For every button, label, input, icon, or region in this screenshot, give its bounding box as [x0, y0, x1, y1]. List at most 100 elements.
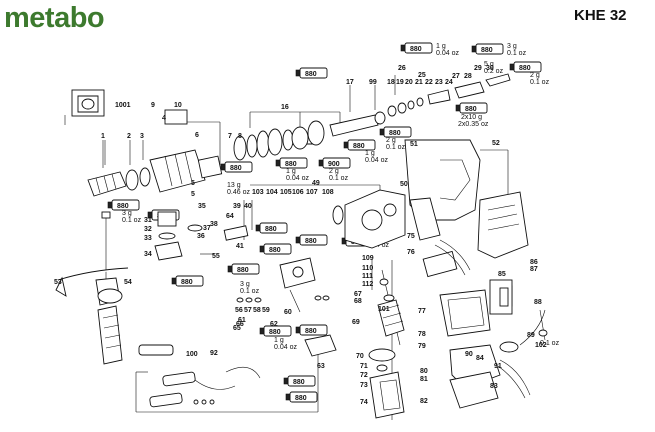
svg-text:900: 900 [328, 161, 340, 168]
grease-tube: 880 [171, 275, 204, 287]
part-number: 34 [144, 251, 152, 258]
part-number: 35 [198, 203, 206, 210]
part-number: 99 [369, 79, 377, 86]
part-number: 106 [292, 189, 304, 196]
part-number: 16 [281, 104, 289, 111]
grease-tube: 880 [275, 157, 308, 169]
part-number: 8 [238, 133, 242, 140]
part-number: 61 [238, 317, 246, 324]
svg-text:880: 880 [465, 106, 477, 113]
part-number: 28 [464, 73, 472, 80]
svg-text:880: 880 [519, 65, 531, 72]
grease-tube: 880 [509, 61, 542, 73]
part-number: 3 [140, 133, 144, 140]
svg-text:880: 880 [181, 279, 193, 286]
part-number: 32 [144, 226, 152, 233]
part-number: 105 [280, 189, 292, 196]
part-number: 1001 [115, 102, 131, 109]
part-number: 24 [445, 79, 453, 86]
part-number: 75 [407, 233, 415, 240]
svg-text:880: 880 [305, 238, 317, 245]
svg-text:880: 880 [285, 161, 297, 168]
svg-text:880: 880 [389, 130, 401, 137]
brush-holder-cable: 0.1 oz [439, 285, 560, 409]
part-number: 77 [418, 308, 426, 315]
part-number: 65 [233, 325, 241, 332]
part-number: 1 [101, 133, 105, 140]
part-number: 22 [425, 79, 433, 86]
part-number: 102 [535, 342, 547, 349]
field-stator [368, 348, 405, 419]
part-number: 111 [362, 273, 373, 280]
part-number: 67 [354, 291, 362, 298]
part-number: 90 [465, 351, 473, 358]
part-number: 83 [490, 383, 498, 390]
part-number: 56 [235, 307, 243, 314]
part-number: 58 [253, 307, 261, 314]
grease-tube: 880 [455, 102, 488, 114]
part-number: 89 [527, 332, 535, 339]
gear-housing [332, 189, 406, 249]
part-number: 10 [174, 102, 182, 109]
part-number: 23 [435, 79, 443, 86]
metabo-logo: metabo [4, 2, 105, 34]
grease-tube: 880 [295, 67, 328, 79]
svg-text:880: 880 [269, 329, 281, 336]
part-number: 108 [322, 189, 334, 196]
part-number: 70 [356, 353, 364, 360]
part-number: 37 [203, 225, 211, 232]
part-number: 57 [244, 307, 252, 314]
svg-text:880: 880 [481, 47, 493, 54]
part-number: 53 [54, 279, 62, 286]
part-number: 29 [474, 65, 482, 72]
part-number: 2 [127, 133, 131, 140]
tool-holder-assembly: 5 [87, 149, 223, 197]
part-number: 6 [195, 132, 199, 139]
part-number: 20 [405, 79, 413, 86]
part-number: 72 [360, 372, 368, 379]
amount-label: 0.1 oz [540, 340, 560, 347]
part-number: 76 [407, 249, 415, 256]
svg-text:880: 880 [353, 143, 365, 150]
part-number: 19 [396, 79, 404, 86]
part-number: 50 [400, 181, 408, 188]
grease-tube: 880 [283, 375, 316, 387]
part-number: 17 [346, 79, 354, 86]
part-number: 103 [252, 189, 264, 196]
part-number: 85 [498, 271, 506, 278]
part-10-box [164, 109, 188, 125]
part-number: 52 [492, 140, 500, 147]
part-number: 88 [534, 299, 542, 306]
grease-tube: 880 [259, 325, 292, 337]
part-number: 81 [420, 376, 428, 383]
part-number: 30 [486, 65, 494, 72]
part-number: 62 [270, 321, 278, 328]
grease-tube: 880 [107, 199, 140, 211]
svg-text:880: 880 [410, 46, 422, 53]
part-85-box [489, 279, 513, 315]
part-number: 79 [418, 343, 426, 350]
cable-plug-89 [538, 309, 548, 341]
part-number: 9 [151, 102, 155, 109]
part-number: 86 [530, 259, 538, 266]
part-number: 63 [317, 363, 325, 370]
part-number: 54 [124, 279, 132, 286]
part-number: 68 [354, 298, 362, 305]
armature [377, 269, 405, 346]
part-number: 7 [228, 133, 232, 140]
svg-text:880: 880 [305, 328, 317, 335]
part-number: 33 [144, 235, 152, 242]
part-number: 55 [212, 253, 220, 260]
part-number: 71 [360, 363, 368, 370]
part-number: 69 [352, 319, 360, 326]
part-number: 4 [162, 115, 166, 122]
part-number: 25 [418, 72, 426, 79]
svg-text:880: 880 [117, 203, 129, 210]
grease-tube: 880 [295, 234, 328, 246]
